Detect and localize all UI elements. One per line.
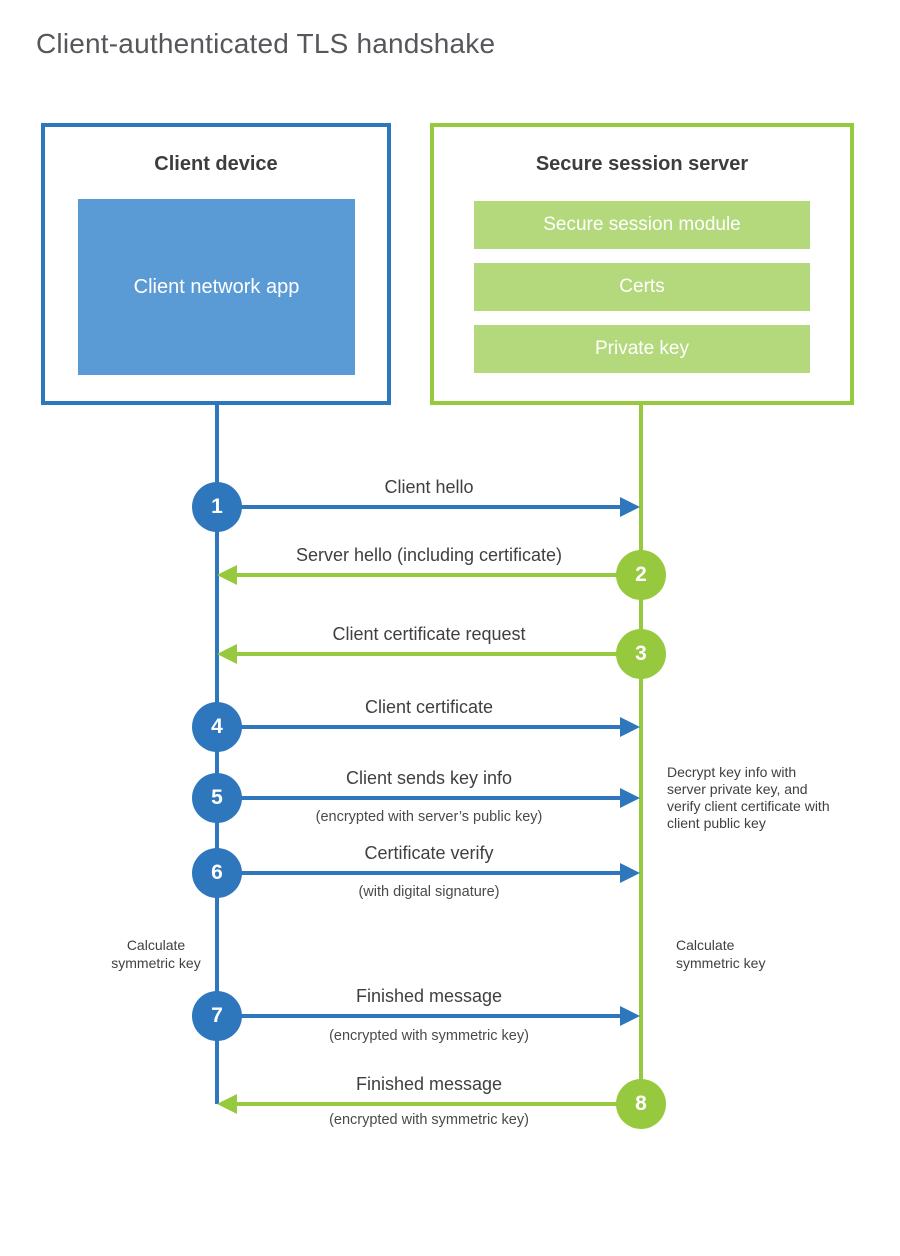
message-label-7: Finished message [355, 986, 503, 1006]
client-device-box: Client device Client network app [41, 123, 391, 405]
calc-symmetric-key-right: Calculate symmetric key [676, 937, 766, 971]
arrow-head-right-icon [620, 497, 640, 517]
secure-session-server-box: Secure session server Secure session mod… [430, 123, 854, 405]
server-decrypt-note: Decrypt key info with server private key… [667, 764, 830, 831]
calc-symmetric-key-left: Calculate symmetric key [111, 937, 201, 971]
step-circle-8: 8 [616, 1079, 666, 1129]
page-title: Client-authenticated TLS handshake [36, 28, 496, 59]
step-circle-2: 2 [616, 550, 666, 600]
message-label-1: Client hello [384, 477, 474, 497]
step-circle-1: 1 [192, 482, 242, 532]
arrow-shaft-2 [237, 573, 641, 577]
arrow-shaft-1 [217, 505, 620, 509]
secure-session-server-title: Secure session server [535, 153, 749, 175]
arrow-head-left-icon [217, 644, 237, 664]
arrow-head-right-icon [620, 1006, 640, 1026]
message-label-4: Client certificate [364, 697, 494, 717]
step-circle-4: 4 [192, 702, 242, 752]
arrow-head-left-icon [217, 1094, 237, 1114]
client-network-app-label: Client network app [133, 275, 300, 298]
message-label-6: Certificate verify [364, 843, 494, 863]
arrow-head-right-icon [620, 788, 640, 808]
client-network-app-rect: Client network app [78, 199, 355, 375]
message-label-8: Finished message [355, 1074, 503, 1094]
arrow-head-right-icon [620, 717, 640, 737]
step-circle-5: 5 [192, 773, 242, 823]
server-module-certs: Certs [474, 263, 810, 311]
server-module-secure-session: Secure session module [474, 201, 810, 249]
arrow-shaft-3 [237, 652, 641, 656]
message-label-3: Client certificate request [332, 624, 526, 644]
step-circle-6: 6 [192, 848, 242, 898]
client-device-title: Client device [154, 153, 278, 175]
arrow-shaft-4 [217, 725, 620, 729]
message-sub-7: (encrypted with symmetric key) [329, 1028, 529, 1044]
arrow-head-left-icon [217, 565, 237, 585]
server-lifeline [639, 405, 643, 1104]
step-circle-3: 3 [616, 629, 666, 679]
message-label-5: Client sends key info [345, 768, 513, 788]
message-sub-6: (with digital signature) [358, 884, 500, 900]
arrow-shaft-8 [237, 1102, 641, 1106]
client-lifeline [215, 405, 219, 1104]
message-sub-8: (encrypted with symmetric key) [329, 1112, 529, 1128]
server-module-private-key: Private key [474, 325, 810, 373]
arrow-head-right-icon [620, 863, 640, 883]
arrow-shaft-7 [217, 1014, 620, 1018]
step-circle-7: 7 [192, 991, 242, 1041]
message-label-2: Server hello (including certificate) [295, 545, 563, 565]
arrow-shaft-6 [217, 871, 620, 875]
message-sub-5: (encrypted with server’s public key) [315, 809, 543, 825]
arrow-shaft-5 [217, 796, 620, 800]
